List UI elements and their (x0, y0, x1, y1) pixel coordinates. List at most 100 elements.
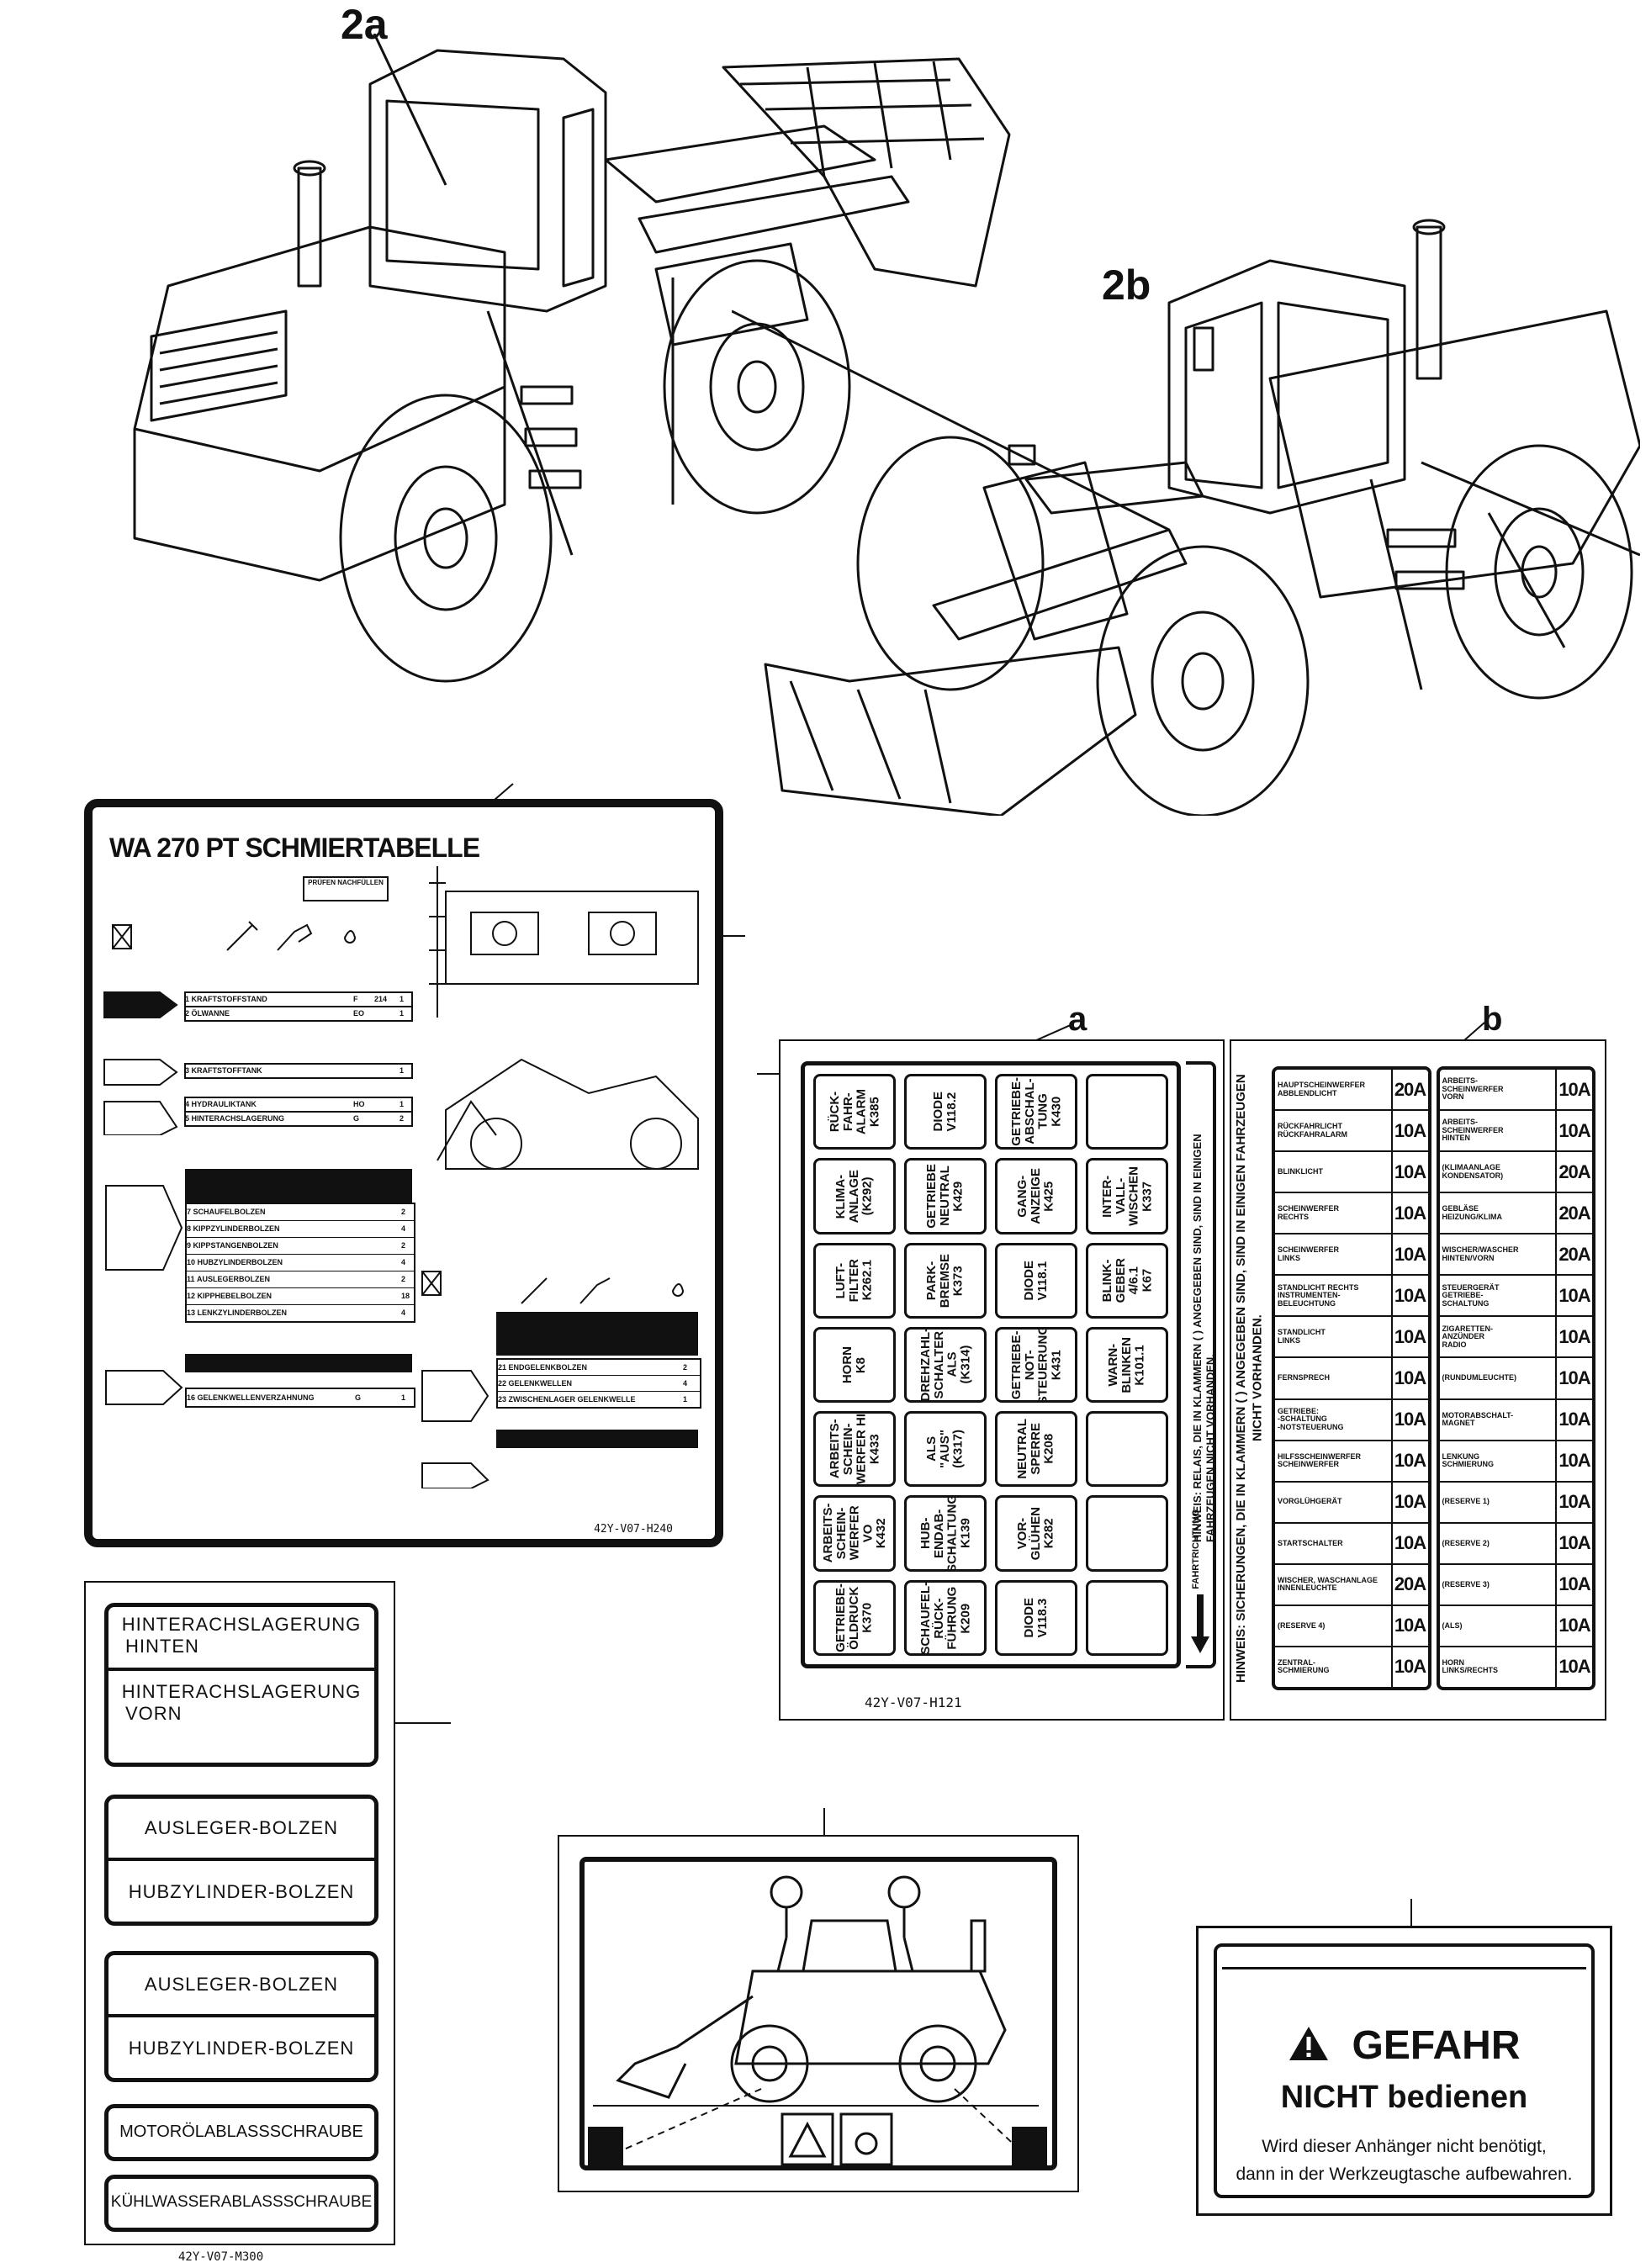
loader-illustration-front-view (732, 219, 1640, 816)
relay-cell-label: NEUTRAL SPERRE K208 (1015, 1419, 1056, 1480)
fuse-rating: 10A (1555, 1523, 1592, 1563)
relay-cell: GETRIEBE- ÖLDRUCK K370 (813, 1579, 896, 1656)
tag-text: MOTORÖLABLASSSCHRAUBE (119, 2123, 363, 2141)
callout-a: a (1068, 1001, 1087, 1038)
fuse-row: MOTORABSCHALT- MAGNET 10A (1439, 1399, 1592, 1441)
tag-rear-axle: HINTERACHSLAGERUNG HINTEN HINTERACHSLAGE… (104, 1603, 378, 1767)
callout-a-leader (1035, 1023, 1073, 1042)
callout-2b: 2b (1102, 262, 1151, 309)
tag-text: HUBZYLINDER-BOLZEN (128, 1881, 355, 1902)
direction-arrow-icon (1191, 1594, 1209, 1653)
relay-cell-label: HUB- ENDAB- SCHALTUNG K139 (918, 1495, 972, 1572)
fuse-label: HAUPTSCHEINWERFER ABBLENDLICHT (1278, 1081, 1366, 1097)
tag-text: AUSLEGER-BOLZEN (144, 1817, 339, 1838)
lifting-pictogram-decal (558, 1835, 1079, 2192)
lube-dark-header (185, 1169, 412, 1203)
lube-pruefen-header: PRÜFEN NACHFÜLLEN (303, 876, 389, 901)
relay-cell: KLIMA- ANLAGE (K292) (813, 1158, 896, 1234)
fuse-label: (RESERVE 4) (1278, 1620, 1326, 1630)
relay-cell-label: INTER- VALL- WISCHEN K337 (1099, 1166, 1154, 1226)
picto-leader (823, 1808, 825, 1835)
danger-leader (1410, 1899, 1412, 1926)
fuse-rating: 10A (1390, 1358, 1428, 1398)
relay-cell (1086, 1411, 1168, 1488)
fuse-rating: 20A (1555, 1234, 1592, 1275)
relay-cell-label: VOR- GLÜHEN K282 (1015, 1506, 1056, 1561)
fuse-rating: 10A (1390, 1152, 1428, 1192)
fuse-rating: 10A (1390, 1317, 1428, 1357)
fuse-columns: HAUPTSCHEINWERFER ABBLENDLICHT 20A RÜCKFAH… (1272, 1066, 1595, 1690)
relay-cell: DREHZAHL- SCHALTER ALS (K314) (904, 1326, 987, 1404)
danger-line-2: dann in der Werkzeugtasche aufbewahren. (1236, 2164, 1573, 2184)
lube-machine-diagrams (429, 866, 699, 1170)
relay-cell: LUFT- FILTER K262.1 (813, 1242, 896, 1319)
fuse-label: STEUERGERÄT GETRIEBE- SCHALTUNG (1442, 1282, 1500, 1308)
fuse-label: MOTORABSCHALT- MAGNET (1442, 1410, 1514, 1428)
relay-cell: GETRIEBE NEUTRAL K429 (904, 1158, 987, 1234)
fuse-label: ARBEITS- SCHEINWERFER VORN (1442, 1076, 1504, 1102)
relay-cell: VOR- GLÜHEN K282 (995, 1495, 1077, 1572)
callout-b-leader (1463, 1022, 1485, 1042)
tag-oil-drain: MOTORÖLABLASSSCHRAUBE (104, 2104, 378, 2161)
danger-subheading: NICHT bedienen (1280, 2080, 1528, 2115)
tag-text: HINTERACHSLAGERUNG (121, 1681, 362, 1702)
fuse-rating: 10A (1390, 1193, 1428, 1234)
fuse-label: (RESERVE 1) (1442, 1497, 1490, 1506)
fuse-row: (ALS)10A (1439, 1605, 1592, 1647)
fuse-row: STANDLICHT LINKS 10A (1275, 1317, 1428, 1359)
lube-arrows-left (105, 1185, 183, 1405)
tag-text: KÜHLWASSERABLASSSCHRAUBE (110, 2193, 373, 2211)
picto-frame (579, 1857, 1057, 2170)
relay-cell-label: DIODE V118.1 (1022, 1260, 1050, 1301)
fuse-rating: 10A (1555, 1399, 1592, 1440)
fuse-label: (RUNDUMLEUCHTE) (1442, 1373, 1517, 1382)
callout-2a: 2a (341, 1, 388, 48)
tag-text: HUBZYLINDER-BOLZEN (128, 2038, 355, 2059)
fuse-label: (KLIMAANLAGE KONDENSATOR) (1442, 1163, 1504, 1180)
fuse-row: (RESERVE 4)10A (1275, 1605, 1428, 1647)
fuse-label: GEBLÄSE HEIZUNG/KLIMA (1442, 1204, 1503, 1221)
relay-side-panel: HINWEIS: RELAIS, DIE IN KLAMMERN ( ) ANG… (1186, 1061, 1217, 1668)
tag-text: AUSLEGER-BOLZEN (144, 1974, 339, 1995)
relay-cell: DIODE V118.3 (995, 1579, 1077, 1656)
relay-cell: DIODE V118.1 (995, 1242, 1077, 1319)
fuse-rating: 10A (1390, 1482, 1428, 1522)
fuse-rating: 10A (1555, 1358, 1592, 1398)
relay-cell-label: BLINK- GEBER 4/6.1 K67 (1099, 1258, 1154, 1303)
danger-body: Wird dieser Anhänger nicht benötigt, dan… (1217, 2133, 1591, 2188)
fuse-rating: 10A (1555, 1482, 1592, 1522)
fuse-label-b: HINWEIS: SICHERUNGEN, DIE IN KLAMMERN ( … (1230, 1039, 1606, 1721)
lubrication-chart: WA 270 PT SCHMIERTABELLE PRÜFEN NACHFÜLL… (84, 799, 723, 1547)
tag-text: HINTEN (125, 1636, 199, 1657)
fuse-rating: 10A (1390, 1234, 1428, 1275)
fuse-label: STARTSCHALTER (1278, 1538, 1343, 1547)
relay-cell-label: GETRIEBE- ABSCHAL- TUNG K430 (1008, 1077, 1063, 1146)
fuse-label: (RESERVE 2) (1442, 1538, 1490, 1547)
tag-text: HINTERACHSLAGERUNG (121, 1614, 362, 1635)
relay-cell-label: GETRIEBE- ÖLDRUCK K370 (833, 1583, 875, 1652)
relay-cell-label: PARK- BREMSE K373 (924, 1253, 966, 1308)
lube-chart-code: 42Y-V07-H240 (594, 1523, 673, 1536)
fuse-label: STANDLICHT LINKS (1278, 1328, 1326, 1345)
fuse-label: LENKUNG SCHMIERUNG (1442, 1451, 1495, 1469)
relay-cell (1086, 1074, 1168, 1150)
relay-cell: NEUTRAL SPERRE K208 (995, 1411, 1077, 1488)
danger-frame: GEFAHR NICHT bedienen Wird dieser Anhäng… (1214, 1943, 1595, 2198)
lube-right-dark-2 (496, 1430, 698, 1448)
danger-heading: GEFAHR (1217, 2022, 1591, 2069)
relay-cell-label: DIODE V118.2 (931, 1092, 959, 1132)
fuse-hint-panel: HINWEIS: SICHERUNGEN, DIE IN KLAMMERN ( … (1233, 1066, 1268, 1690)
